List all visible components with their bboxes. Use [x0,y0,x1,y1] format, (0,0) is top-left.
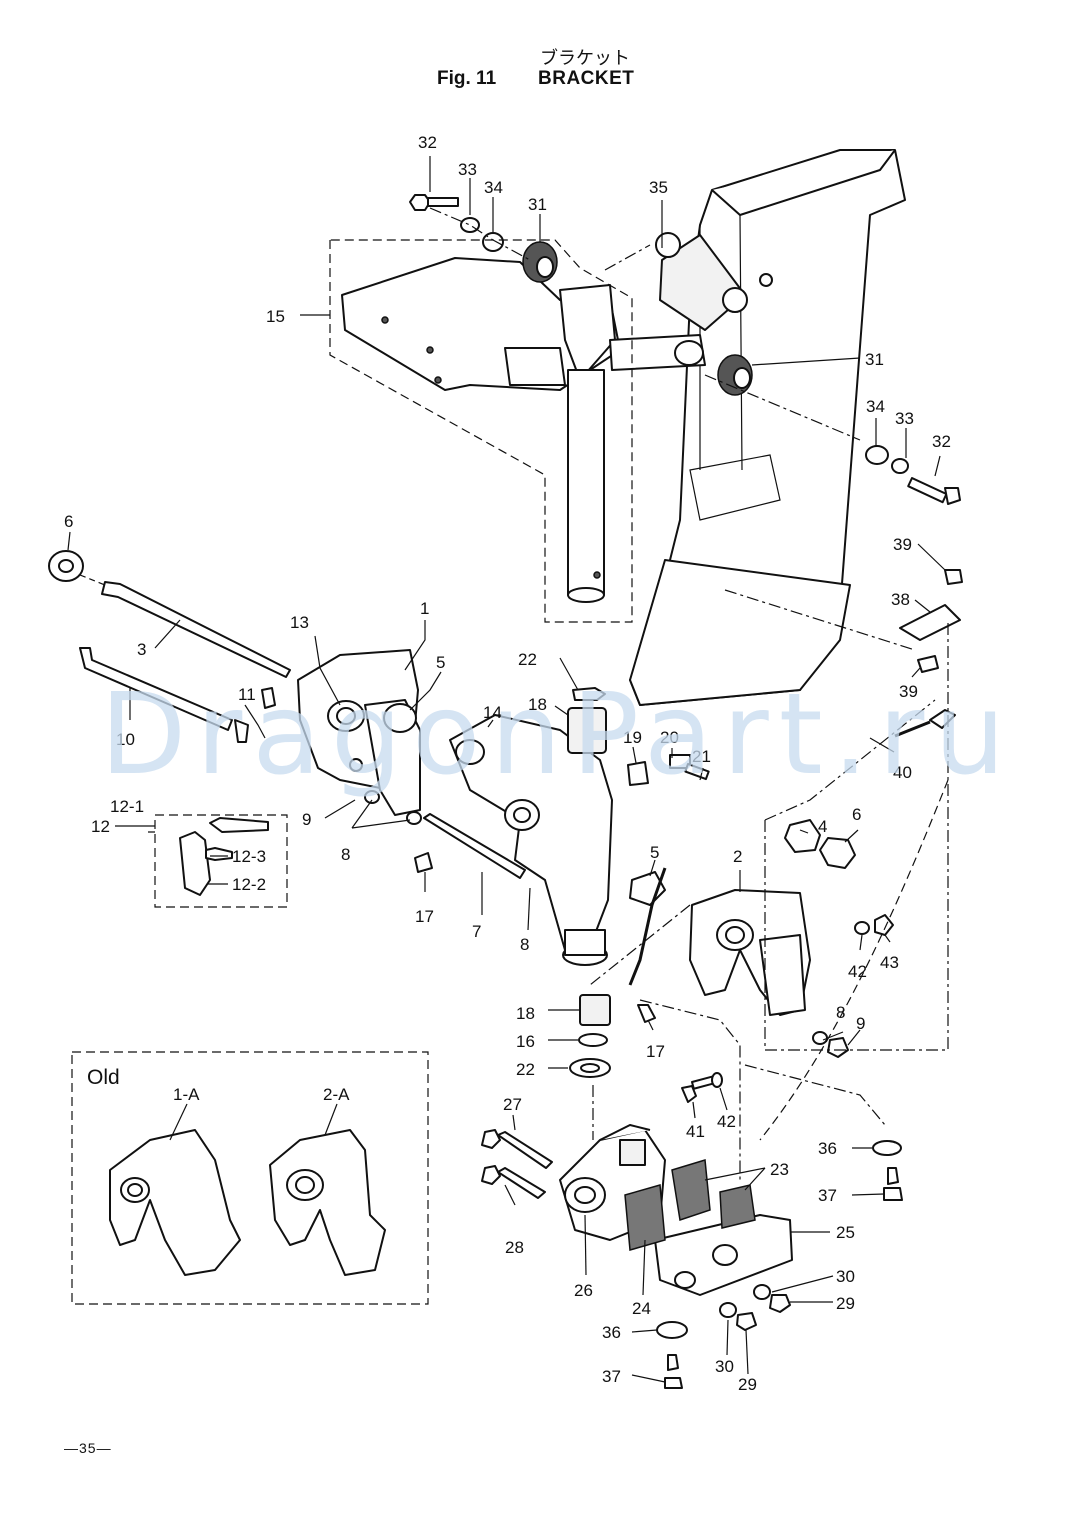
callout: 20 [660,728,679,747]
callout: 32 [932,432,951,451]
callout: 9 [856,1014,865,1033]
rubber-mounts [522,232,753,396]
old-inset-label: Old [87,1066,120,1089]
callout: 33 [895,409,914,428]
callout: 12-3 [232,847,266,866]
callout: 17 [415,907,434,926]
ground-wires [628,569,963,986]
callout: 25 [836,1223,855,1242]
callout: 29 [738,1375,757,1394]
callout: 1 [420,599,429,618]
callout: 15 [266,307,285,326]
figure-title: BRACKET [538,68,635,89]
tilt-stopper-assembly [154,687,288,908]
callout: 12 [91,817,110,836]
callout: 12-1 [110,797,144,816]
callout: 39 [893,535,912,554]
clamp-bracket [559,1124,793,1296]
group-outlines [329,207,949,1180]
callout: 43 [880,953,899,972]
callout: 30 [715,1357,734,1376]
callout: 38 [891,590,910,609]
callout: 31 [865,350,884,369]
callout: 36 [818,1139,837,1158]
callout: 8 [836,1003,845,1022]
old-parts-inset [71,1051,429,1305]
small-hardware [349,687,894,1078]
tilt-pin [414,813,656,1023]
callout: 9 [302,810,311,829]
callout: 37 [602,1367,621,1386]
upper-bracket [341,257,706,391]
callout: 22 [518,650,537,669]
callout: 19 [623,728,642,747]
leader-lines [67,156,946,1383]
callout: 18 [516,1004,535,1023]
callout: 4 [818,817,827,836]
clamp-bolts [481,1072,723,1199]
callout: 31 [528,195,547,214]
callout: 14 [483,703,502,722]
callout: 13 [290,613,309,632]
callout: 22 [516,1060,535,1079]
callout: 16 [516,1032,535,1051]
title-japanese: ブラケット [540,48,630,69]
stern-bracket-starboard [689,889,811,1016]
callout: 37 [818,1186,837,1205]
callout: 6 [852,805,861,824]
callout: 18 [528,695,547,714]
old-part-label: 1-A [173,1085,200,1104]
callout: 24 [632,1299,651,1318]
callout: 12-2 [232,875,266,894]
callout: 10 [116,730,135,749]
callout: 26 [574,1281,593,1300]
callout: 8 [520,935,529,954]
callout: 40 [893,763,912,782]
through-bolt [48,550,291,743]
callout: 35 [649,178,668,197]
page-number: —35— [64,1440,112,1456]
stern-bracket-port [297,649,421,816]
callout: 39 [899,682,918,701]
callout: 27 [503,1095,522,1114]
callout: 17 [646,1042,665,1061]
top-bolts-washers [409,194,961,505]
callout: 23 [770,1160,789,1179]
callout: 3 [137,640,146,659]
callout: 5 [650,843,659,862]
callout: 34 [866,397,885,416]
callout: 42 [848,962,867,981]
watermark: DragonPart.ru [100,670,1016,800]
callout: 33 [458,160,477,179]
swivel-bracket [449,714,613,966]
callout: 6 [64,512,73,531]
callout: 34 [484,178,503,197]
figure-number: Fig. 11 [437,68,497,89]
callout: 11 [238,685,256,704]
rubber-pads [624,1159,756,1251]
callout: 36 [602,1323,621,1342]
callout-labels: 32 33 34 31 35 15 31 34 33 32 6 3 13 1 5… [64,133,951,1394]
callout: 28 [505,1238,524,1257]
callout: 30 [836,1267,855,1286]
callout: 32 [418,133,437,152]
callout: 42 [717,1112,736,1131]
callout: 41 [686,1122,705,1141]
steering-shaft [567,369,605,603]
callout: 7 [472,922,481,941]
lower-hardware [656,1140,903,1389]
callout: 2 [733,847,742,866]
callout: 5 [436,653,445,672]
callout: 29 [836,1294,855,1313]
callout: 8 [341,845,350,864]
old-part-label: 2-A [323,1085,350,1104]
callout: 21 [692,747,711,766]
